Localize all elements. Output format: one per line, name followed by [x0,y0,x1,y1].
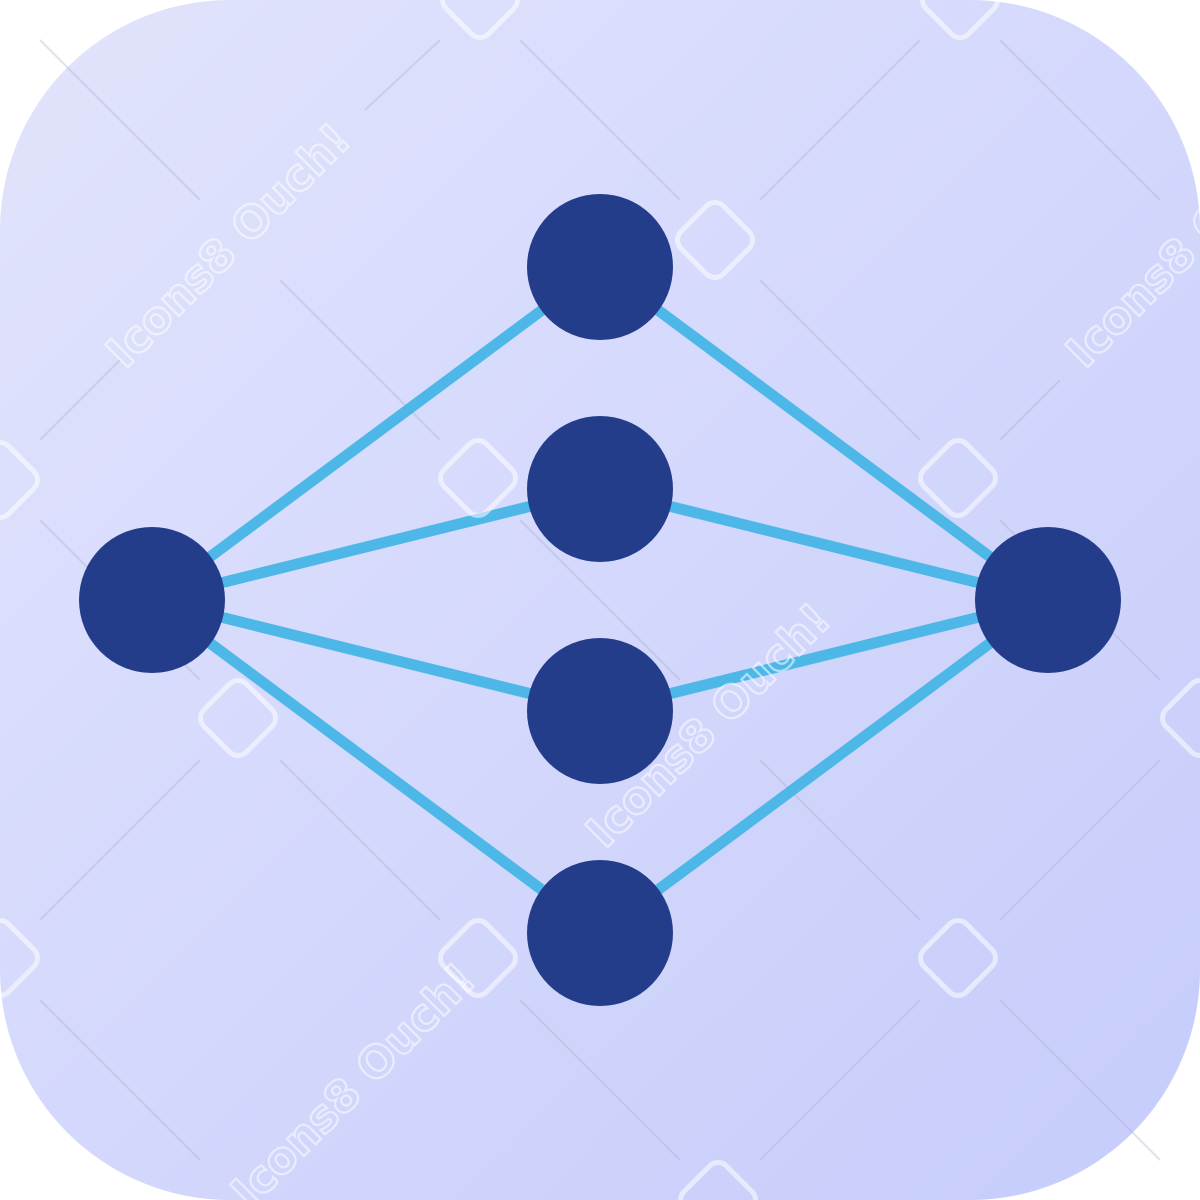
node-output [975,527,1121,673]
nodes [79,194,1121,1006]
edge-hidden-1-to-output [594,261,1054,606]
node-hidden-3 [527,638,673,784]
node-hidden-1 [527,194,673,340]
node-input [79,527,225,673]
edge-input-to-hidden-1 [146,261,606,606]
node-hidden-4 [527,860,673,1006]
edges [146,261,1054,939]
node-hidden-2 [527,416,673,562]
edge-hidden-3-to-output [594,594,1054,717]
edge-input-to-hidden-2 [146,483,606,606]
edge-input-to-hidden-3 [146,594,606,717]
edge-hidden-4-to-output [594,594,1054,939]
edge-input-to-hidden-4 [146,594,606,939]
edge-hidden-2-to-output [594,483,1054,606]
